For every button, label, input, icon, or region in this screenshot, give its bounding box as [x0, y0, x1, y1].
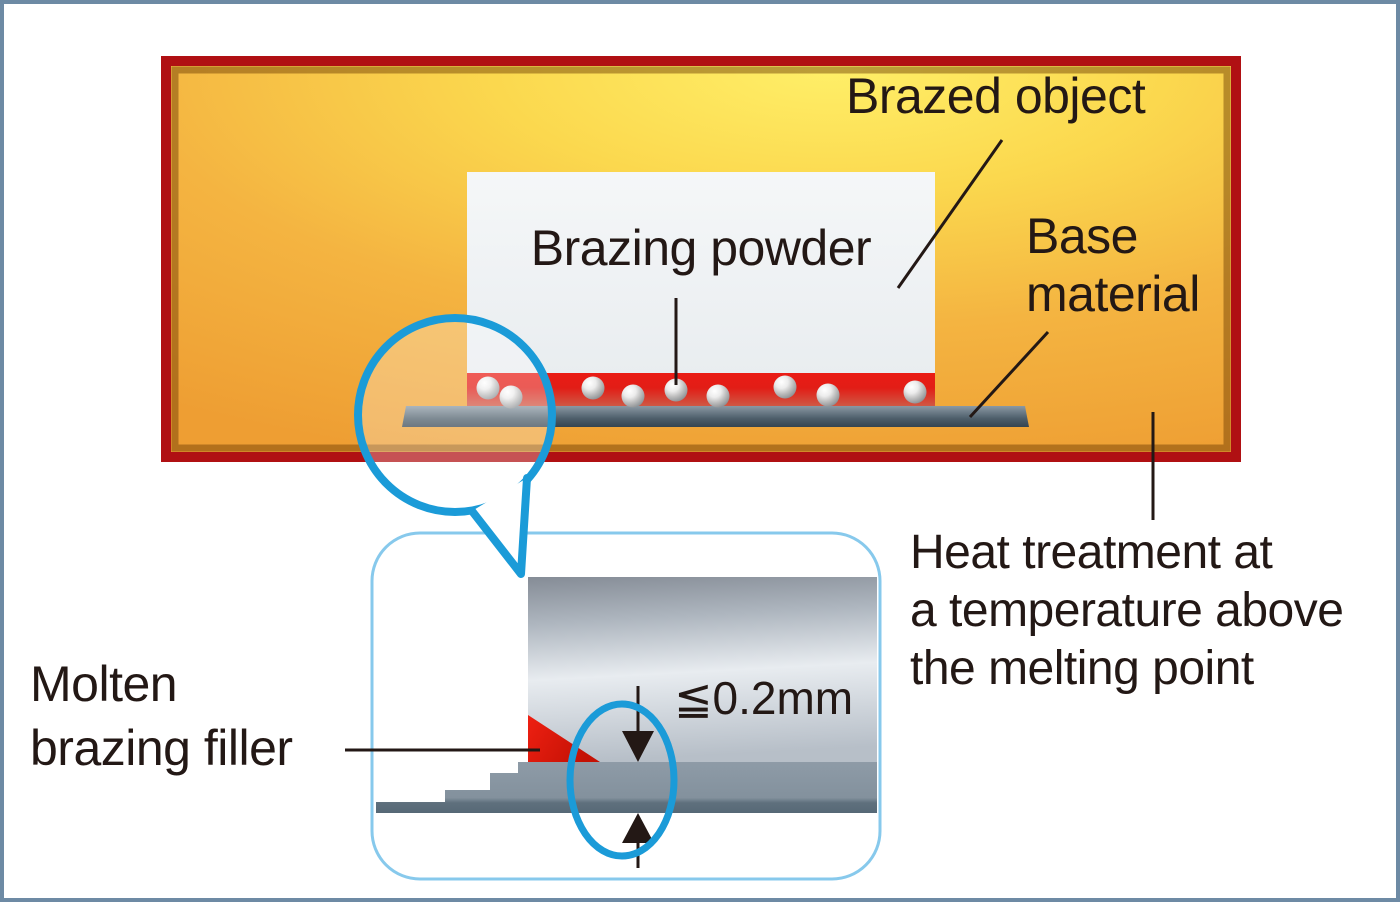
brazed-object-leader-line: [896, 139, 1004, 289]
label-molten-brazing-filler: Molten brazing filler: [30, 652, 293, 780]
magnifier-circle-icon: [354, 314, 556, 516]
base-material-leader-line: [968, 330, 1050, 419]
label-base-material-line1: Base: [1026, 208, 1138, 264]
molten-filler-fillet: [528, 715, 600, 762]
powder-particle: [816, 383, 840, 407]
label-molten-filler-line1: Molten: [30, 656, 178, 712]
gap-arrow-up: [622, 813, 654, 843]
label-base-material: Base material: [1026, 207, 1200, 323]
label-max-gap-text: ≦0.2mm: [674, 672, 854, 724]
label-heat-treatment-line2: a temperature above: [910, 584, 1344, 637]
powder-particles: [476, 375, 927, 409]
powder-particle: [499, 385, 523, 409]
label-molten-filler-line2: brazing filler: [30, 720, 293, 776]
powder-particle: [706, 384, 730, 408]
brazed-object-shape: [467, 172, 935, 375]
detail-base-material-shape: [376, 762, 877, 813]
label-brazing-powder-text: Brazing powder: [530, 220, 872, 276]
magnifier-pointer-tail-outline: [468, 474, 531, 578]
gap-highlight-ellipse: [566, 700, 678, 860]
powder-particle: [773, 375, 797, 399]
powder-particle: [664, 378, 688, 402]
gap-dimension-arrows: [622, 686, 654, 868]
label-max-gap: ≦0.2mm: [674, 673, 853, 723]
powder-particle: [476, 376, 500, 400]
label-heat-treatment: Heat treatment at a temperature above th…: [910, 524, 1344, 698]
furnace-inner-shadow: [171, 66, 1231, 452]
gap-arrow-down: [622, 731, 654, 762]
label-brazing-powder: Brazing powder: [467, 219, 935, 277]
powder-particle: [903, 380, 927, 404]
magnifier: [354, 314, 556, 578]
magnifier-pointer-tail: [472, 478, 527, 574]
label-brazed-object: Brazed object: [846, 67, 1146, 125]
label-heat-treatment-line1: Heat treatment at: [910, 526, 1273, 579]
label-heat-treatment-line3: the melting point: [910, 642, 1254, 695]
base-material-plate: [402, 406, 1029, 427]
label-brazed-object-text: Brazed object: [846, 68, 1146, 124]
powder-particle: [621, 384, 645, 408]
powder-particle: [581, 376, 605, 400]
label-base-material-line2: material: [1026, 266, 1200, 322]
